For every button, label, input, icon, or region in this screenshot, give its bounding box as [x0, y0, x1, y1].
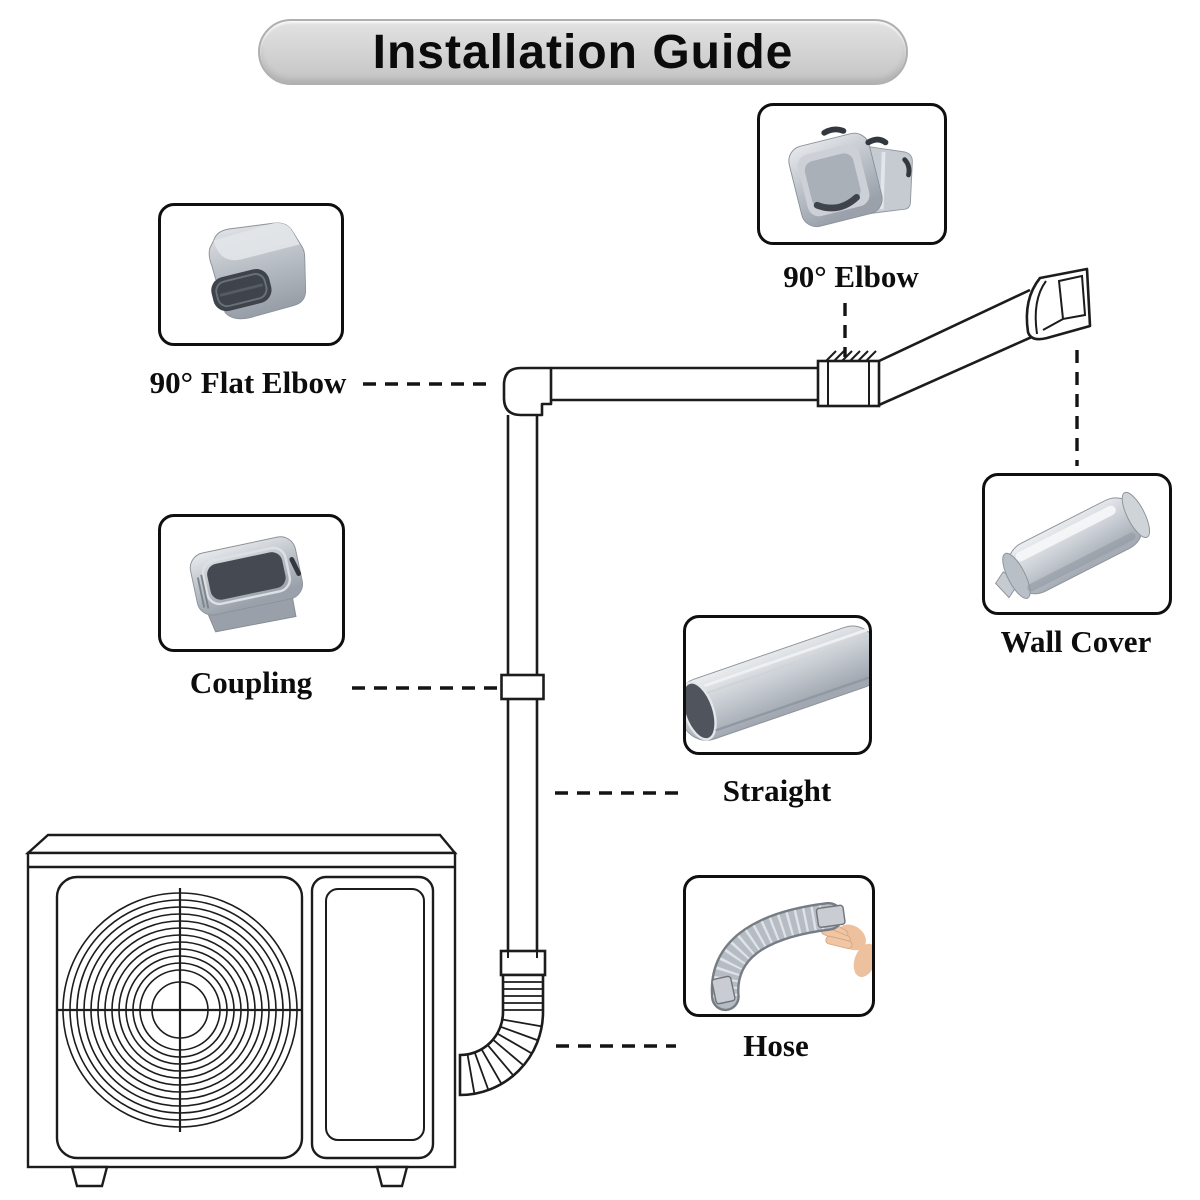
wall-cover-piece: [1025, 267, 1092, 341]
wall-cover-thumbnail-box: [982, 473, 1172, 615]
straight-label: Straight: [722, 773, 832, 808]
coupling-joint: [500, 673, 545, 701]
coupling-thumbnail-box: [158, 514, 345, 652]
flex-hose: [458, 949, 547, 1097]
elbow-label: 90° Elbow: [783, 259, 919, 294]
wall-cover-photo: [994, 491, 1151, 599]
outdoor-unit-drawing: [24, 833, 458, 1188]
elbow-photo: [788, 126, 913, 228]
straight-photo: [686, 625, 869, 741]
hose-label: Hose: [743, 1028, 809, 1063]
angled-duct: [878, 288, 1035, 407]
elbow-thumbnail-box: [757, 103, 947, 245]
unit-foot-left: [70, 1165, 109, 1188]
flat-elbow-joint: [502, 366, 553, 417]
flat-elbow-label: 90° Flat Elbow: [149, 365, 347, 400]
coupling-label: Coupling: [189, 665, 313, 700]
unit-foot-right: [375, 1165, 409, 1188]
flat-elbow-thumbnail-box: [158, 203, 344, 346]
horizontal-duct: [551, 366, 818, 402]
page-title: Installation Guide: [372, 25, 794, 79]
flat-elbow-photo: [208, 222, 307, 320]
title-banner: Installation Guide: [258, 19, 908, 85]
side-panel: [310, 875, 435, 1160]
straight-thumbnail-box: [683, 615, 872, 755]
hose-thumbnail-box: [683, 875, 875, 1017]
hose-photo: [710, 901, 872, 1012]
coupling-photo: [189, 536, 303, 633]
wall-cover-label: Wall Cover: [1000, 624, 1152, 659]
elbow-joint: [816, 350, 881, 408]
